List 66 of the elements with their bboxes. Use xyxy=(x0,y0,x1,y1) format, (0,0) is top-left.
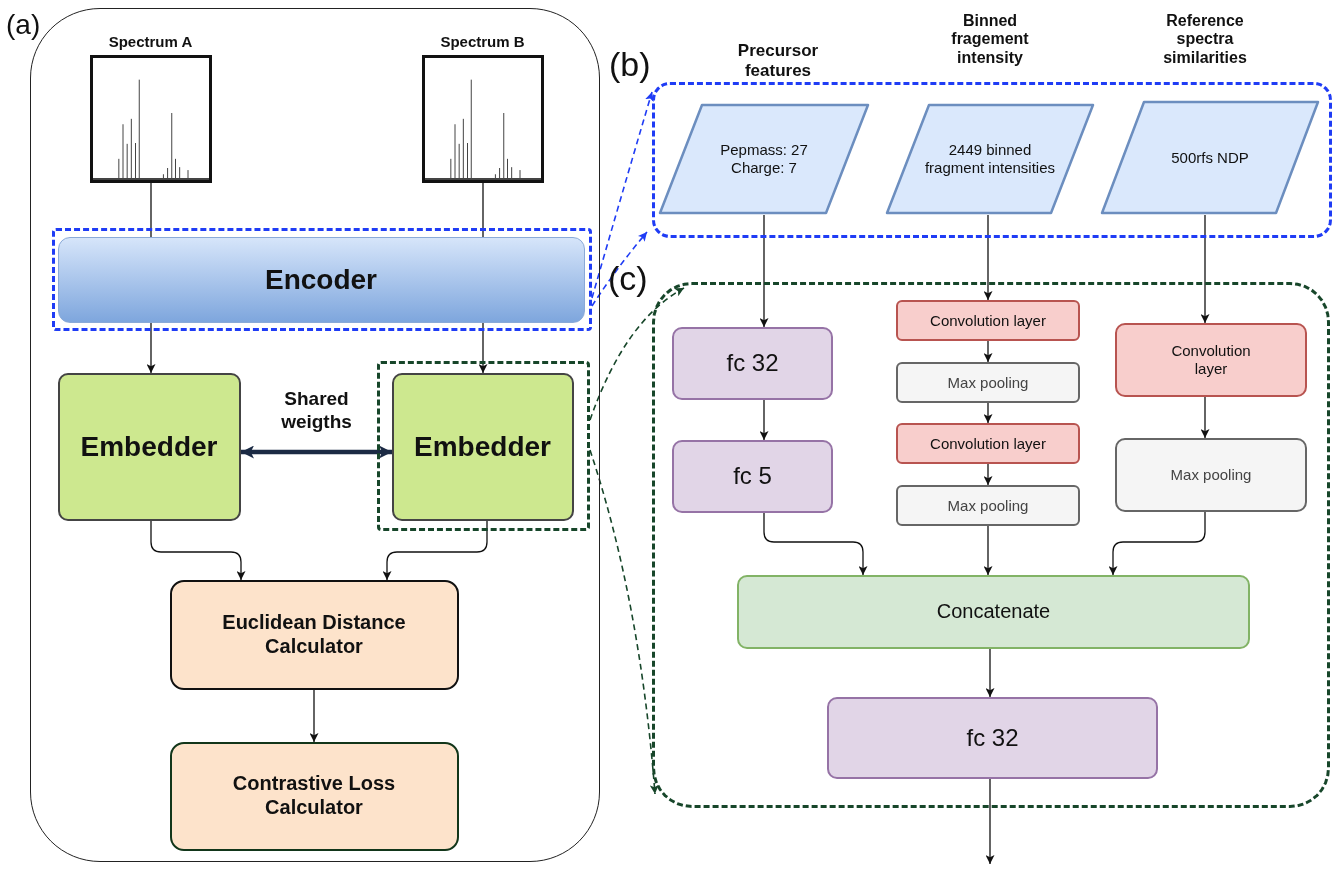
arrow xyxy=(241,445,392,459)
column-heading: Binned fragement intensity xyxy=(950,12,1030,68)
arrow xyxy=(759,399,769,441)
dashed-arrow xyxy=(591,231,648,307)
box-label: Euclidean Distance Calculator xyxy=(221,610,407,659)
arrow xyxy=(1108,511,1206,576)
dashed-group-frame xyxy=(51,227,592,331)
arrow xyxy=(478,322,488,374)
layer-box xyxy=(896,300,1080,341)
panel-letter: (a) xyxy=(6,9,41,42)
embedder-box xyxy=(391,372,574,521)
box-label: fc 32 xyxy=(726,349,779,378)
arrow xyxy=(1200,214,1210,324)
dashed-arrow xyxy=(589,287,685,421)
input-label: 2449 binned fragment intensities xyxy=(923,141,1057,177)
arrow xyxy=(1200,396,1210,439)
arrow xyxy=(983,525,993,576)
dashed-group-frame xyxy=(376,360,590,531)
layer-box xyxy=(672,440,833,513)
arrow xyxy=(983,340,993,363)
layer-box xyxy=(1115,438,1307,512)
arrow xyxy=(763,512,868,576)
calculator-box xyxy=(169,579,459,690)
arrow xyxy=(309,689,319,743)
box-label: Contrastive Loss Calculator xyxy=(231,772,397,820)
arrow xyxy=(382,520,488,581)
arrow xyxy=(146,322,156,374)
arrow xyxy=(983,402,993,424)
box-label: fc 32 xyxy=(966,723,1019,753)
dashed-arrow xyxy=(589,449,659,795)
arrow xyxy=(985,648,995,698)
arrow xyxy=(759,214,769,328)
box-label: Max pooling xyxy=(947,496,1029,515)
box-label: Convolution layer xyxy=(930,434,1046,453)
layer-box xyxy=(737,575,1250,649)
layer-box xyxy=(896,362,1080,403)
layer-box xyxy=(672,327,833,400)
spectrum-title: Spectrum B xyxy=(439,32,526,50)
encoder-box xyxy=(57,236,585,323)
input-label: Pepmass: 27 Charge: 7 xyxy=(719,141,809,177)
box-label: Max pooling xyxy=(1170,466,1252,484)
arrow xyxy=(150,520,246,581)
column-heading: Precursor features xyxy=(736,41,820,81)
input-label: 500rfs NDP xyxy=(1171,148,1249,167)
panel-letter: (b) xyxy=(609,45,651,85)
layer-box xyxy=(896,485,1080,526)
layer-box xyxy=(1115,323,1307,397)
box-label: Convolution layer xyxy=(930,311,1046,330)
box-label: Convolution layer xyxy=(1170,342,1252,378)
calculator-box xyxy=(169,741,459,851)
box-label: Concatenate xyxy=(936,600,1051,624)
box-label: Embedder xyxy=(80,430,218,463)
box-label: Encoder xyxy=(265,263,377,296)
arrow xyxy=(985,778,995,865)
spectrum-title: Spectrum A xyxy=(107,32,194,50)
panel-letter: (c) xyxy=(608,259,648,299)
arrow xyxy=(983,214,993,301)
embedder-box xyxy=(57,372,241,521)
box-label: Embedder xyxy=(414,430,551,463)
box-label: fc 5 xyxy=(733,462,772,491)
column-heading: Reference spectra similarities xyxy=(1162,12,1248,68)
arrow xyxy=(983,463,993,486)
layer-box xyxy=(896,423,1080,464)
box-label: Max pooling xyxy=(947,373,1029,392)
dashed-arrow xyxy=(591,91,654,299)
layer-box xyxy=(827,697,1158,779)
